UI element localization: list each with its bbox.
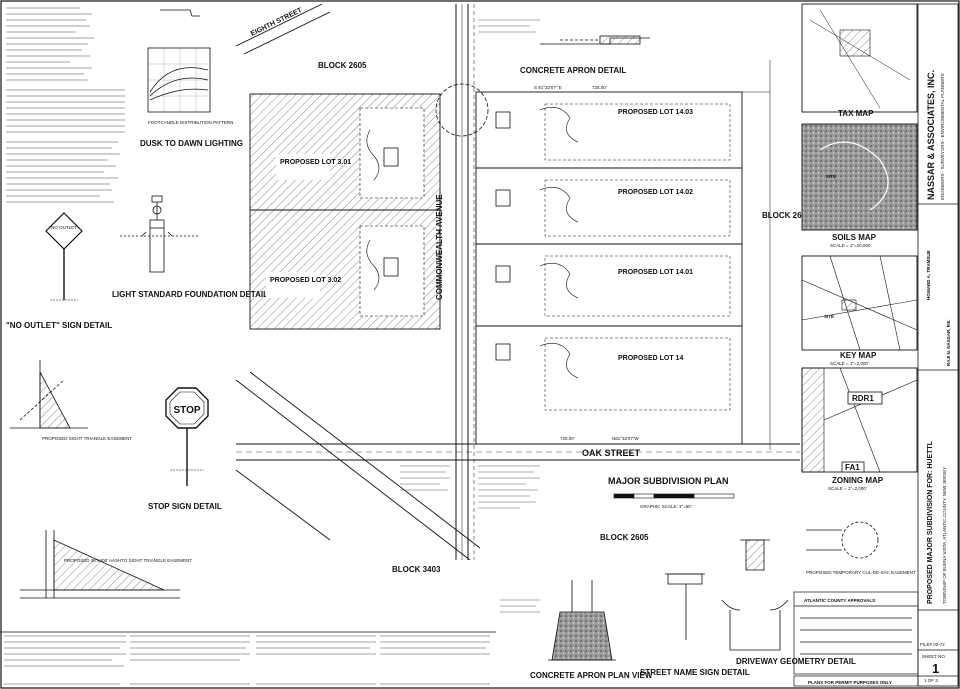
zoning-map-title: ZONING MAP xyxy=(832,476,884,485)
soils-map-scale: SCALE = 1"=20,000 xyxy=(830,243,871,248)
light-foundation-title: LIGHT STANDARD FOUNDATION DETAIL xyxy=(112,290,268,299)
firm-sub: ENGINEERS - SURVEYORS - ENVIRONMENTAL PL… xyxy=(940,74,945,200)
bearing-oak: N81°33'07"W xyxy=(612,436,640,441)
lot-301-bg xyxy=(276,154,330,180)
bearing-top: S 81°33'07" E xyxy=(534,85,562,90)
stop-sign-drawing xyxy=(165,387,209,486)
right-lots xyxy=(475,60,771,450)
apron-plan-drawing xyxy=(548,580,616,661)
diagonal-road xyxy=(235,371,481,561)
oak-street xyxy=(236,443,800,461)
no-outlet-text: NO OUTLET xyxy=(51,225,77,230)
lot-302-bg xyxy=(266,272,320,298)
oak-street-label: OAK STREET xyxy=(582,448,641,458)
street-sign-title: STREET NAME SIGN DETAIL xyxy=(640,668,750,677)
stop-text: STOP xyxy=(173,405,200,416)
eighth-street-label: EIGHTH STREET xyxy=(250,7,304,38)
key-site-label: SITE xyxy=(824,314,834,319)
sheet-label: SHEET NO. xyxy=(922,654,946,659)
soils-map xyxy=(801,123,918,231)
lot-1401-label: PROPOSED LOT 14.01 xyxy=(618,269,693,276)
light-foundation-drawing xyxy=(120,195,200,273)
major-subdivision-title: MAJOR SUBDIVISION PLAN xyxy=(608,476,729,486)
file-number: FILE# 02-72 xyxy=(920,642,945,647)
no-outlet-sign-drawing xyxy=(45,212,83,301)
graphic-scale-bar xyxy=(613,493,735,499)
soils-map-title: SOILS MAP xyxy=(832,233,877,242)
zoning-map xyxy=(801,367,918,473)
commonwealth-avenue xyxy=(455,4,475,560)
driveway-geometry-drawing xyxy=(721,539,789,651)
aashto-title: PROPOSED 36'X400' AASHTO SIGHT TRIANGLE … xyxy=(64,558,192,563)
block-3403: BLOCK 3403 xyxy=(392,565,441,574)
apron-plan-title: CONCRETE APRON PLAN VIEW xyxy=(530,671,653,680)
title-block-frame xyxy=(917,3,959,687)
sight-triangle-drawing xyxy=(10,360,88,429)
zoning-fa1: FA1 xyxy=(845,463,860,472)
tax-map xyxy=(801,3,918,113)
cul-de-sac-title: PROPOSED TEMPORARY CUL-DE-SAC EASEMENT xyxy=(806,570,916,575)
zoning-map-scale: SCALE = 1"=2,000' xyxy=(828,486,867,491)
stop-detail-title: STOP SIGN DETAIL xyxy=(148,502,222,511)
cul-de-sac-easement-drawing xyxy=(806,521,879,559)
lot-301-label: PROPOSED LOT 3.01 xyxy=(280,159,351,166)
concrete-apron-detail xyxy=(540,35,650,45)
lot-14-label: PROPOSED LOT 14 xyxy=(618,355,683,362)
lot-1403-label: PROPOSED LOT 14.03 xyxy=(618,109,693,116)
misc-linework xyxy=(400,19,540,613)
engineer-1: HOWARD A. TRAMSUE xyxy=(926,250,931,300)
permit-purposes-text: PLANS FOR PERMIT PURPOSES ONLY xyxy=(808,680,892,685)
driveway-title: DRIVEWAY GEOMETRY DETAIL xyxy=(736,657,856,666)
dusk-to-dawn-title: DUSK TO DAWN LIGHTING xyxy=(140,139,243,148)
lot-302-label: PROPOSED LOT 3.02 xyxy=(270,277,341,284)
lot-1402-label: PROPOSED LOT 14.02 xyxy=(618,189,693,196)
zoning-rdr1: RDR1 xyxy=(852,394,874,403)
light-dist-title: FOOTCANDLE DISTRIBUTION PATTERN xyxy=(148,120,233,125)
street-sign-drawing xyxy=(665,573,705,640)
no-outlet-detail-title: "NO OUTLET" SIGN DETAIL xyxy=(6,321,112,330)
sight-triangle-title: PROPOSED SIGHT TRIANGLE EASEMENT xyxy=(42,436,132,441)
block-2605-top: BLOCK 2605 xyxy=(318,61,367,70)
firm-name: NASSAR & ASSOCIATES, INC. xyxy=(926,70,936,200)
bottom-left-notes xyxy=(0,631,496,685)
engineer-2: RAJI N. NASSAR, P.E. xyxy=(946,319,951,366)
key-map-scale: SCALE = 1"=2,000' xyxy=(830,361,869,366)
county-approvals-box xyxy=(793,591,919,687)
sheet-of: 1 OF 3 xyxy=(924,678,938,683)
sheet-number: 1 xyxy=(932,661,939,676)
general-notes xyxy=(6,7,125,203)
dist-oak: 725.00' xyxy=(560,436,575,441)
soils-site-label: SITE xyxy=(826,174,836,179)
block-2605-bottom: BLOCK 2605 xyxy=(600,533,649,542)
dist-top: 725.00' xyxy=(592,85,607,90)
tax-map-title: TAX MAP xyxy=(838,109,874,118)
footcandle-chart xyxy=(147,9,211,113)
aashto-triangle-drawing xyxy=(20,530,180,599)
project-sub: TOWNSHIP OF BUENA VISTA, ATLANTIC COUNTY… xyxy=(942,467,947,604)
eighth-street xyxy=(235,3,331,55)
key-map xyxy=(801,255,918,351)
key-map-title: KEY MAP xyxy=(840,351,877,360)
county-approvals-title: ATLANTIC COUNTY APPROVALS xyxy=(804,598,875,603)
project-title: PROPOSED MAJOR SUBDIVISION FOR: HUETTL xyxy=(927,440,934,604)
block-2602: BLOCK 2602 xyxy=(762,211,811,220)
concrete-apron-title: CONCRETE APRON DETAIL xyxy=(520,66,626,75)
graphic-scale-label: GRAPHIC SCALE: 1"=60' xyxy=(640,504,692,509)
